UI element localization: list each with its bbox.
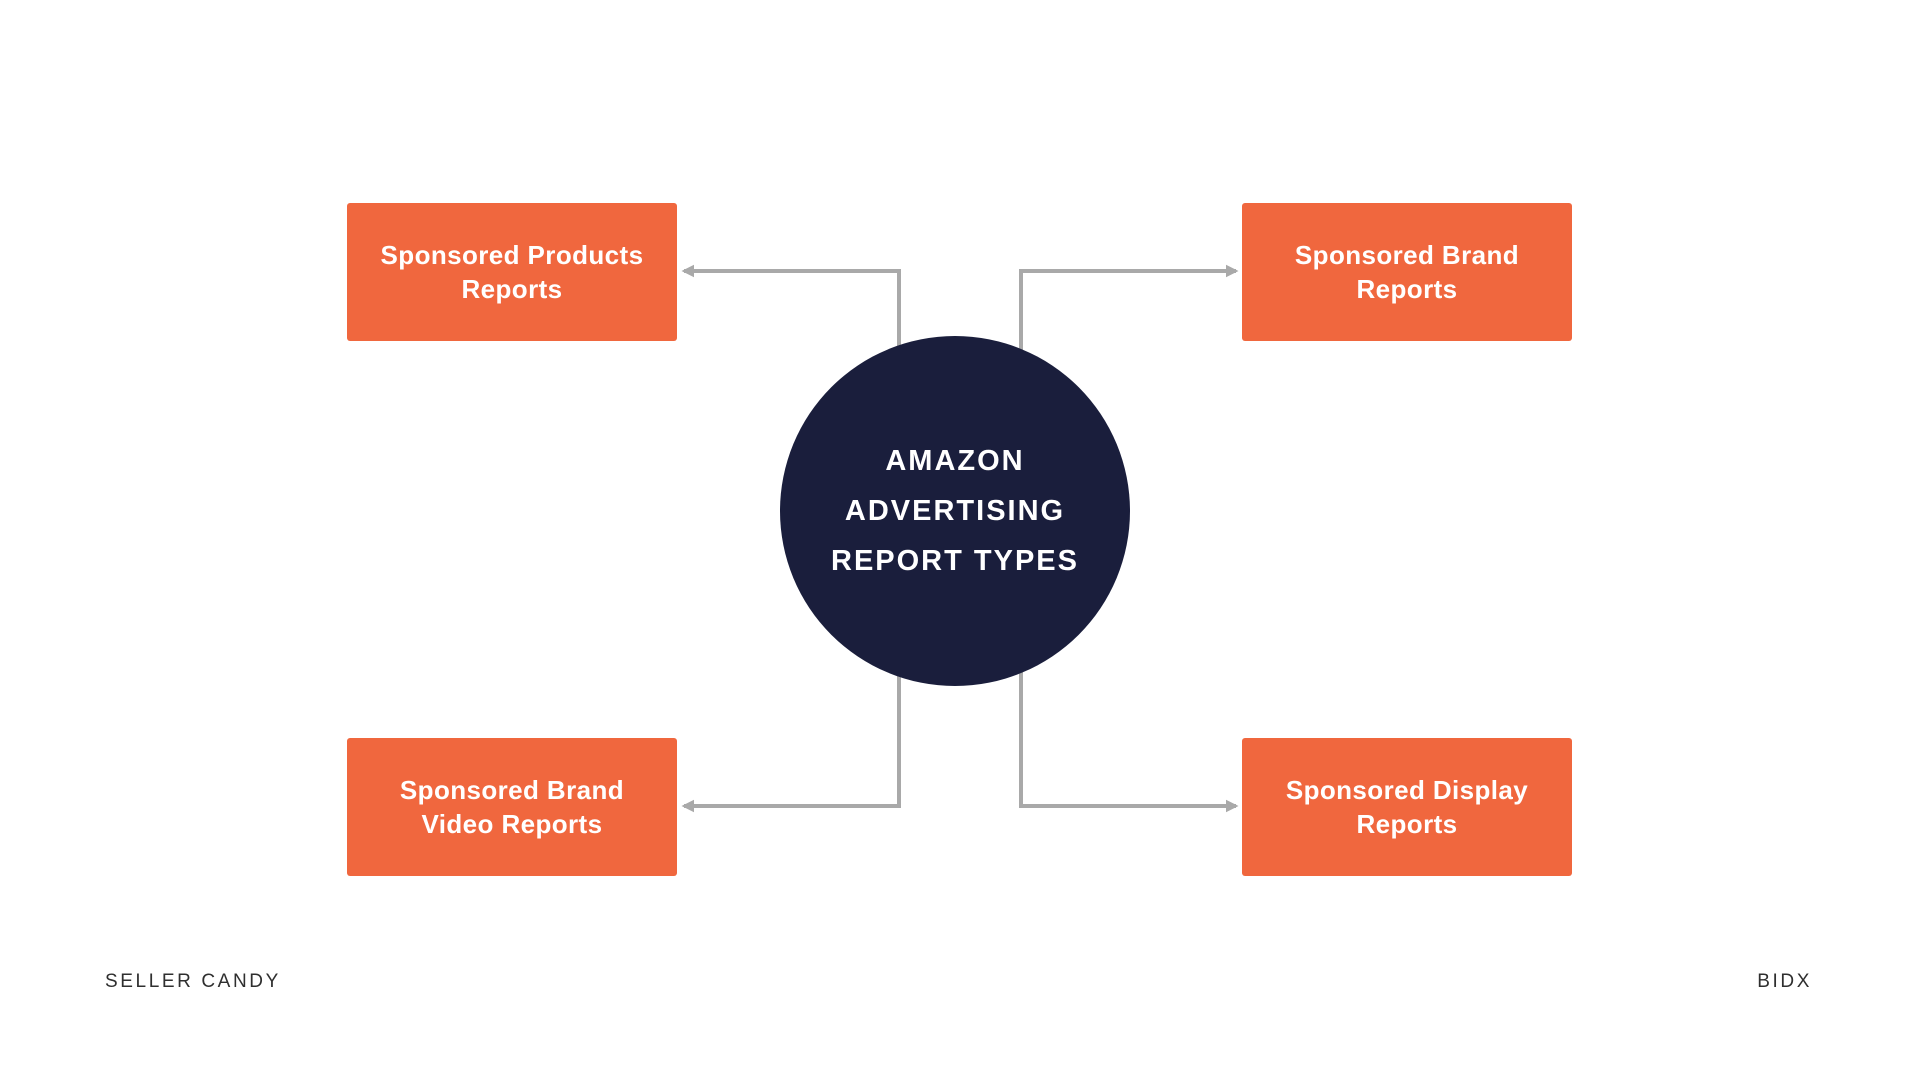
node-label-line: Sponsored Products: [380, 240, 644, 270]
node-label-line: Sponsored Display: [1285, 775, 1529, 805]
footer-brand-bidx: BIDX: [1757, 971, 1812, 992]
node-sponsored-brand-video-reports: Sponsored Brand Video Reports: [347, 738, 677, 876]
node-label-line: Reports: [1356, 274, 1458, 304]
center-label-line: AMAZON: [885, 445, 1025, 477]
node-label-line: Reports: [1356, 809, 1458, 839]
center-node-amazon-advertising-report-types: AMAZON ADVERTISING REPORT TYPES: [780, 336, 1130, 686]
node-sponsored-display-reports: Sponsored Display Reports: [1242, 738, 1572, 876]
node-label-line: Sponsored Brand: [399, 775, 625, 805]
node-sponsored-brand-reports: Sponsored Brand Reports: [1242, 203, 1572, 341]
node-sponsored-products-reports: Sponsored Products Reports: [347, 203, 677, 341]
node-label-line: Reports: [461, 274, 563, 304]
node-label-line: Sponsored Brand: [1294, 240, 1520, 270]
footer-brand-seller-candy: SELLER CANDY: [105, 971, 281, 992]
node-label-line: Video Reports: [421, 809, 603, 839]
center-label-line: REPORT TYPES: [831, 545, 1079, 577]
center-label-line: ADVERTISING: [844, 495, 1066, 527]
